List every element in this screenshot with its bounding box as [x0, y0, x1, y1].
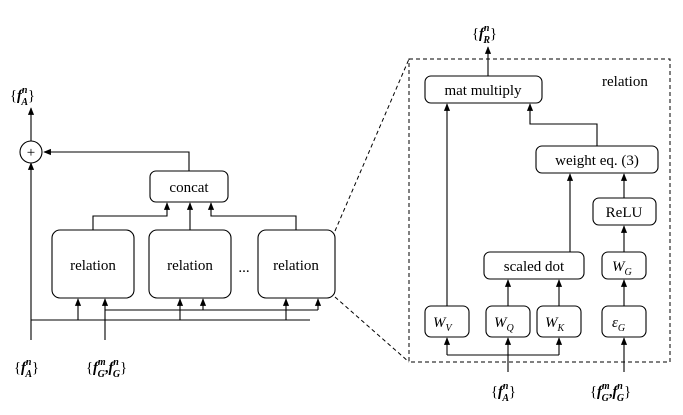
relation-label-2: relation: [167, 258, 213, 274]
relation3-to-concat-arrow: [207, 202, 297, 230]
wv-label: WV: [433, 315, 454, 334]
relation1-to-concat-arrow: [92, 202, 171, 230]
relation-ellipsis: ...: [238, 260, 249, 276]
mat-multiply-box: [424, 75, 543, 104]
weight-to-matmul-arrow: [526, 103, 598, 146]
mat-multiply-label: mat multiply: [444, 83, 522, 99]
weight-eq-label: weight eq. (3): [555, 153, 639, 169]
wk-label: WK: [545, 315, 566, 334]
scaled-dot-label: scaled dot: [504, 259, 565, 275]
concat-to-sum-arrow: [43, 148, 190, 171]
relation-label-3: relation: [273, 258, 319, 274]
scaled-dot-box: [483, 251, 585, 280]
zoom-connector-bottom: [334, 296, 410, 363]
relation-detail-frame: [408, 58, 671, 363]
zoom-connector-top: [334, 58, 410, 232]
concat-label: concat: [169, 180, 209, 196]
relation-label-1: relation: [70, 258, 116, 274]
wq-label: WQ: [494, 315, 515, 334]
sum-symbol: +: [27, 145, 35, 161]
wg-label: WG: [612, 259, 632, 278]
eg-label: εG: [612, 315, 625, 334]
relation-detail-title: relation: [602, 74, 648, 90]
relu-label: ReLU: [606, 205, 643, 221]
